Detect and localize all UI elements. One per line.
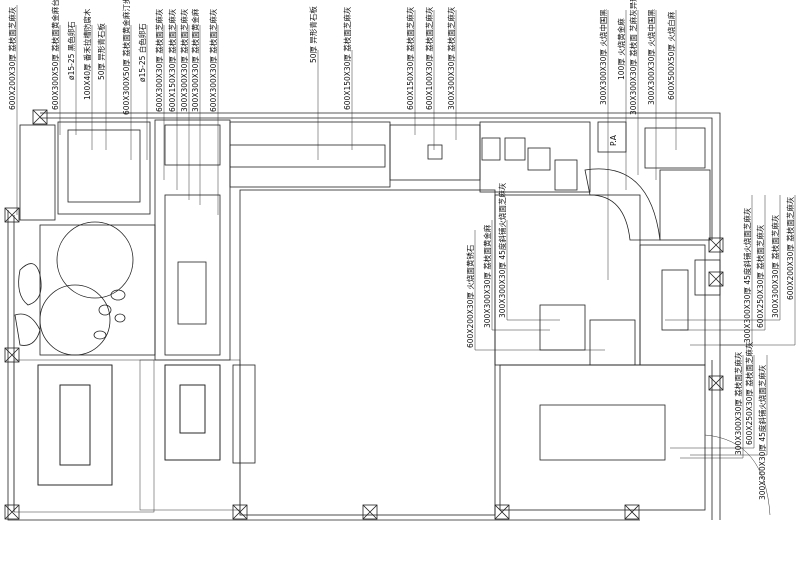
planter-deck bbox=[57, 121, 151, 215]
stone-circle bbox=[56, 221, 134, 299]
material-label: 100厚 火烧黄金麻 bbox=[616, 18, 626, 80]
tile-strip bbox=[164, 364, 221, 461]
wood-frame-inner bbox=[59, 384, 91, 466]
tile-inner bbox=[177, 261, 207, 325]
pa-marker: P.A bbox=[609, 134, 618, 146]
material-label: 300X300X30厚 45度斜铺火烧面芝麻灰 bbox=[497, 182, 507, 318]
material-label: 600X300X50厚 荔枝面黄金麻台阶 bbox=[50, 0, 60, 110]
material-label: 600X150X30厚 荔枝面芝麻灰 bbox=[342, 6, 352, 110]
right-crosshatch bbox=[661, 269, 689, 331]
material-label: 600X100X30厚 荔枝面芝麻灰 bbox=[424, 6, 434, 110]
material-label: 600X300X50厚 荔枝面黄金麻汀步 bbox=[121, 0, 131, 115]
wood-frame-inner bbox=[59, 384, 91, 466]
top-left-paving bbox=[19, 124, 56, 221]
material-label: 300X300X30厚 荔枝面黄金麻 bbox=[190, 8, 200, 112]
wood-frame bbox=[37, 364, 113, 486]
stone-circle bbox=[39, 284, 111, 356]
top-band bbox=[229, 121, 391, 188]
tile-strip bbox=[164, 194, 221, 356]
left-dotted-paving bbox=[13, 359, 155, 513]
door-swing bbox=[704, 434, 771, 516]
material-label: 300X300X30厚 火烧中国黑 bbox=[598, 9, 608, 105]
bottom-right-tiles bbox=[499, 364, 706, 511]
material-label: 300X300X30厚 荔枝面芝麻灰 bbox=[446, 6, 456, 110]
material-label: 600X250X30厚 荔枝面芝麻灰 bbox=[755, 224, 765, 328]
material-label: 50厚 异形青石板 bbox=[96, 23, 106, 80]
material-label: 300X300X30厚 荔枝面芝麻灰 bbox=[179, 8, 189, 112]
material-label: 300X300X30厚 荔枝面芝麻灰 bbox=[770, 214, 780, 318]
material-label: 600X200X30厚 火烧面黄锈石 bbox=[465, 244, 475, 348]
pa-box bbox=[597, 121, 627, 153]
flagstone-path bbox=[229, 144, 386, 168]
material-label: 300X300X30厚 荔枝面黄金麻 bbox=[482, 224, 492, 328]
material-label: 600X250X30厚 荔枝面芝麻灰 bbox=[744, 341, 754, 445]
tile-strip bbox=[164, 124, 221, 166]
edge-strip bbox=[232, 364, 256, 464]
material-label: 600X300X30厚 荔枝面芝麻灰 bbox=[154, 8, 164, 112]
right-top-tiles bbox=[644, 127, 706, 169]
tile-strip bbox=[164, 364, 221, 461]
site-boundary bbox=[7, 112, 721, 521]
stepping-stones bbox=[14, 263, 126, 346]
bottom-right-crosshatch bbox=[539, 404, 666, 461]
material-label: ø15-25 黑色卵石 bbox=[66, 21, 76, 80]
material-label: 600X500X50厚 火烧白麻 bbox=[666, 11, 676, 100]
top-center-tiles bbox=[389, 124, 481, 181]
material-label: 300X300X30厚 45度斜铺火烧面芝麻灰 bbox=[742, 207, 752, 343]
curved-path bbox=[584, 168, 661, 241]
right-dotted bbox=[659, 169, 711, 241]
mid-crosshatch-box bbox=[539, 304, 586, 351]
steps bbox=[694, 259, 721, 296]
material-label: 600X200X30厚 荔枝面芝麻灰 bbox=[785, 196, 795, 300]
center-marker bbox=[427, 144, 443, 160]
stepping-blocks bbox=[481, 137, 578, 191]
central-lawn bbox=[239, 189, 496, 516]
mid-right-area bbox=[494, 194, 641, 366]
material-label: 50厚 异形青石板 bbox=[308, 6, 318, 63]
material-label: 300X300X30厚 火烧中国黑 bbox=[646, 9, 656, 105]
material-label: 600X150X30厚 荔枝面芝麻灰 bbox=[405, 6, 415, 110]
top-right-band bbox=[479, 121, 591, 193]
wood-frame bbox=[37, 364, 113, 486]
leader-lines bbox=[16, 5, 796, 459]
material-label: 600X150X30厚 荔枝面芝麻灰 bbox=[167, 8, 177, 112]
material-label: 300X300X30厚 荔枝面芝麻灰 bbox=[733, 351, 743, 455]
material-labels: 600X200X30厚 荔枝面芝麻灰 600X300X50厚 荔枝面黄金麻台阶 … bbox=[7, 0, 795, 500]
crosshatch-inset bbox=[179, 384, 206, 434]
material-label: 100X40厚 番禾拉槽防腐木 bbox=[82, 8, 92, 100]
timber-deck bbox=[67, 129, 141, 203]
dotted-strip bbox=[139, 359, 241, 511]
material-label: 300X300X30厚 45度斜铺火烧面芝麻灰 bbox=[757, 364, 767, 500]
material-label: 600X200X30厚 荔枝面芝麻灰 bbox=[7, 6, 17, 110]
crosshatch-inset bbox=[179, 384, 206, 434]
mid-dotted bbox=[589, 319, 636, 366]
material-label: ø15-25 白色卵石 bbox=[137, 23, 147, 82]
material-label: 300X300X30厚 荔枝面 芝麻灰异形切割 bbox=[628, 0, 638, 115]
column-markers bbox=[4, 109, 724, 520]
material-label: 600X300X30厚 荔枝面芝麻灰 bbox=[208, 8, 218, 112]
